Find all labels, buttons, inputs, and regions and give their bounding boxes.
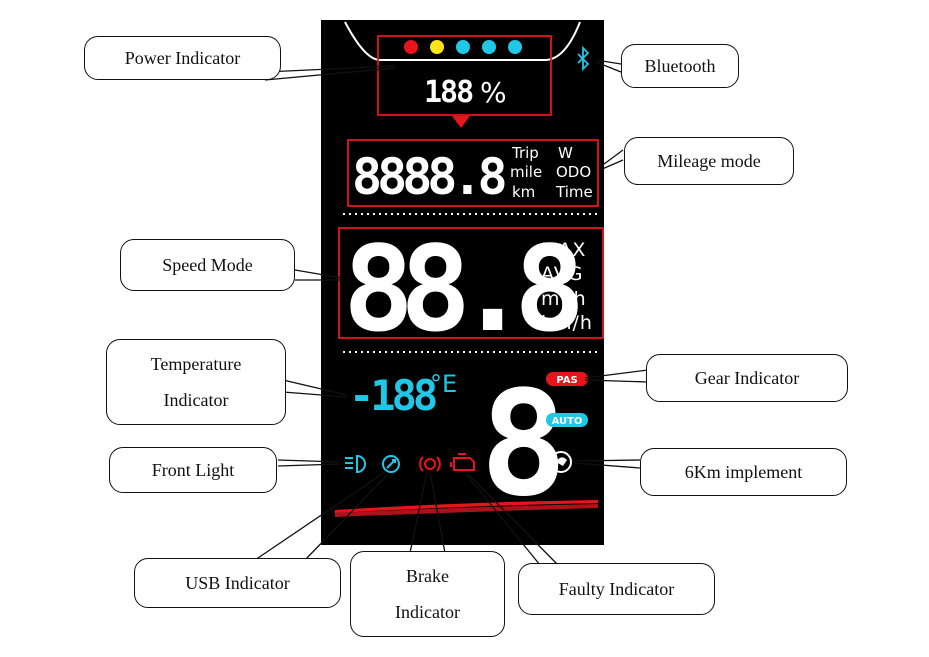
bottom-swoosh-dark — [335, 504, 598, 517]
callout-power-indicator-text: Power Indicator — [124, 48, 241, 68]
callout-gear-indicator: Gear Indicator — [646, 354, 848, 402]
speed-digits: 88.8 — [343, 220, 578, 358]
callout-6km-implement: 6Km implement — [640, 448, 847, 496]
callout-temperature-line2: Indicator — [163, 390, 229, 410]
speed-unit-mph: mph — [541, 288, 587, 310]
mileage-unit-w: W — [558, 144, 573, 162]
callout-mileage-mode: Mileage mode — [624, 137, 794, 185]
display-top-arc — [344, 21, 581, 61]
callout-6km-implement-text: 6Km implement — [684, 462, 803, 482]
mileage-box — [347, 139, 599, 207]
callout-connectors — [254, 59, 649, 566]
callout-brake-line1: Brake — [406, 566, 449, 586]
callout-front-light-text: Front Light — [151, 460, 235, 480]
callout-front-light: Front Light — [109, 447, 277, 493]
walk-assist-icon — [550, 451, 572, 473]
auto-label: AUTO — [552, 416, 583, 427]
mileage-unit-odo: ODO — [556, 163, 591, 181]
auto-badge — [546, 413, 588, 427]
callout-speed-mode: Speed Mode — [120, 239, 295, 291]
callout-brake-line2: Indicator — [395, 602, 460, 622]
callout-power-indicator: Power Indicator — [84, 36, 281, 80]
engine-fault-icon — [450, 453, 475, 471]
speed-unit-max: MAX — [541, 239, 586, 261]
battery-dots — [404, 40, 522, 54]
callout-gear-indicator-text: Gear Indicator — [694, 368, 800, 388]
callout-usb-indicator: USB Indicator — [134, 558, 341, 608]
mileage-unit-time: Time — [555, 183, 593, 201]
usb-icon — [382, 455, 400, 473]
callout-bluetooth-text: Bluetooth — [644, 56, 716, 76]
callout-mileage-mode-text: Mileage mode — [657, 151, 761, 171]
speed-unit-avg: AVG — [541, 263, 584, 285]
bluetooth-icon — [577, 45, 590, 72]
temperature-unit: °E — [430, 370, 457, 398]
speed-box — [338, 227, 604, 339]
callout-usb-indicator-text: USB Indicator — [185, 573, 290, 593]
battery-dot — [482, 40, 496, 54]
callout-bluetooth: Bluetooth — [621, 44, 739, 88]
battery-percent-sign: % — [480, 76, 507, 109]
callout-brake-indicator: Brake Indicator — [350, 551, 505, 637]
callout-speed-mode-text: Speed Mode — [162, 255, 253, 275]
callout-temperature-line1: Temperature — [150, 354, 242, 374]
bottom-swoosh — [335, 500, 598, 513]
headlight-icon — [345, 454, 366, 474]
battery-percent-digits: 188 — [424, 75, 473, 110]
mileage-unit-trip: Trip — [511, 144, 539, 162]
battery-dot — [404, 40, 418, 54]
callout-temperature: Temperature Indicator — [106, 339, 286, 425]
mileage-unit-km: km — [512, 183, 535, 201]
battery-dot — [508, 40, 522, 54]
mileage-digits: 8888.8 — [352, 148, 505, 206]
battery-dot — [456, 40, 470, 54]
callout-faulty-indicator: Faulty Indicator — [518, 563, 715, 615]
pas-label: PAS — [556, 375, 577, 386]
speed-unit-kmh: km/h — [541, 312, 593, 334]
mileage-unit-mile: mile — [510, 163, 542, 181]
battery-dot — [430, 40, 444, 54]
callout-faulty-indicator-text: Faulty Indicator — [558, 579, 675, 599]
power-indicator-box — [377, 35, 552, 116]
pointer-arrow — [452, 116, 470, 128]
pas-badge — [546, 372, 588, 386]
brake-icon — [419, 456, 441, 472]
temperature-digits: -188 — [349, 371, 436, 420]
